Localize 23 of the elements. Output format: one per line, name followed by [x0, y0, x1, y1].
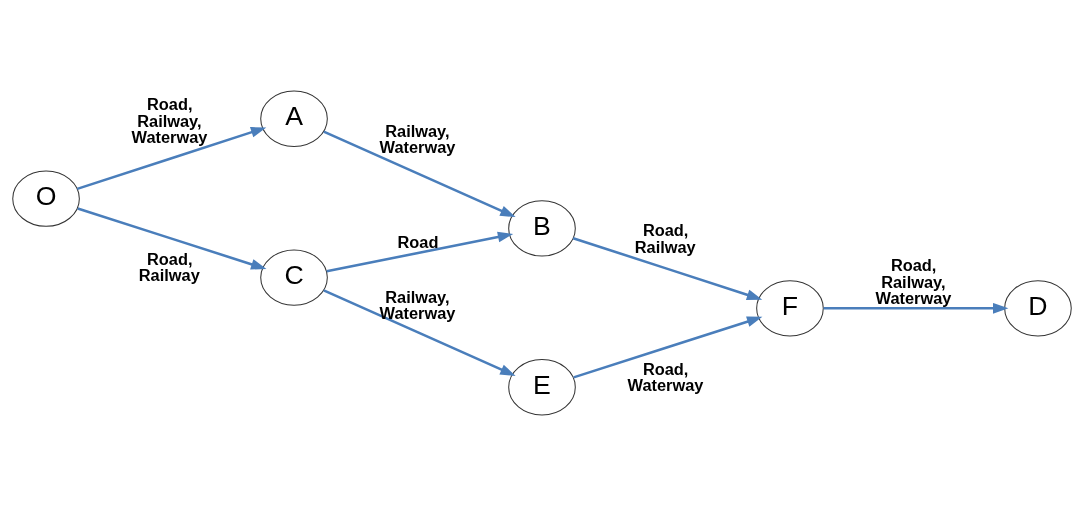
arrow — [326, 231, 514, 273]
edge-label: Road — [397, 232, 439, 251]
node-ellipse: O — [12, 170, 80, 227]
edge-label: Road, Railway — [634, 221, 696, 256]
edge-label: Road, Railway, Waterway — [875, 256, 952, 308]
edge-label: Road, Waterway — [627, 359, 704, 395]
arrow — [323, 289, 516, 376]
arrow — [573, 316, 763, 379]
arrow — [323, 130, 516, 218]
arrow — [572, 237, 763, 300]
node-ellipse: C — [260, 249, 328, 306]
node-ellipse: E — [508, 359, 576, 416]
node-ellipse: A — [260, 90, 328, 147]
node-ellipse: B — [508, 200, 576, 257]
arrow — [77, 207, 267, 270]
edge-label: Railway, Waterway — [379, 122, 456, 157]
node-ellipse: D — [1004, 280, 1072, 337]
arrow — [76, 127, 267, 191]
edge-label: Railway, Waterway — [379, 288, 456, 323]
edge-label: Road, Railway — [138, 250, 200, 285]
edge-label: Road, Railway, Waterway — [131, 95, 208, 147]
node-ellipse: F — [756, 280, 824, 337]
arrow — [823, 302, 1009, 314]
